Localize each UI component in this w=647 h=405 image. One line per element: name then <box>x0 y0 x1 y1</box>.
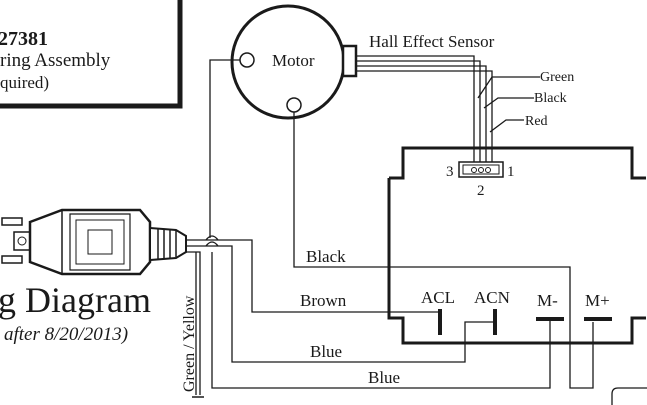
wire-label-blue-lower: Blue <box>368 368 400 387</box>
sensor-cable <box>356 55 493 162</box>
wiring <box>186 59 647 405</box>
wire-black <box>293 112 594 389</box>
motor-terminal-left <box>239 52 255 68</box>
part-number: 27381 <box>0 28 48 50</box>
wire-label-ground: Green / Yellow <box>181 295 198 392</box>
terminals: ACL ACN M- M+ <box>421 288 612 335</box>
terminal-acl-label: ACL <box>421 288 455 307</box>
terminal-m-plus-label: M+ <box>585 291 610 310</box>
connector-pin-2: 2 <box>477 183 485 199</box>
hall-effect-sensor: Hall Effect Sensor <box>341 32 495 78</box>
wire-ground <box>186 251 201 395</box>
connector-pin-3: 3 <box>446 164 454 180</box>
sensor-wire-green: Green <box>540 70 574 85</box>
part-box: 27381 ring Assembly quired) <box>0 0 183 109</box>
wire-label-black: Black <box>306 247 346 266</box>
sensor-wire-black: Black <box>534 91 567 106</box>
wire-label-brown: Brown <box>300 291 347 310</box>
wire-blue-upper <box>186 245 493 363</box>
motor-label: Motor <box>272 51 315 70</box>
wire-blue-lower <box>211 252 551 389</box>
motor-terminal-bottom <box>286 97 302 113</box>
control-board <box>387 146 646 345</box>
terminal-acl <box>438 309 442 335</box>
part-box-line1: ring Assembly <box>0 50 111 71</box>
connector-pin-1: 1 <box>507 164 515 180</box>
diagram-title: g Diagram after 8/20/2013) <box>0 280 151 345</box>
terminal-m-minus-label: M- <box>537 291 558 310</box>
sensor-label: Hall Effect Sensor <box>369 32 495 51</box>
sensor-connector: 3 1 2 <box>446 161 515 199</box>
sensor-wire-labels: Green Black Red <box>477 70 574 133</box>
terminal-m-minus <box>536 317 564 321</box>
title-main: g Diagram <box>0 280 151 320</box>
part-box-line2: quired) <box>0 73 49 92</box>
wire-brown <box>186 239 438 313</box>
wire-labels: Black Brown Blue Blue Green / Yellow <box>181 247 400 392</box>
sensor-wire-red: Red <box>525 114 548 129</box>
power-plug <box>1 208 187 276</box>
terminal-acn-label: ACN <box>474 288 510 307</box>
title-sub: after 8/20/2013) <box>4 324 128 345</box>
wire-motor-left <box>209 59 240 238</box>
terminal-acn <box>493 309 497 335</box>
wire-label-blue-upper: Blue <box>310 342 342 361</box>
terminal-m-plus <box>584 317 612 321</box>
motor: Motor <box>230 4 346 120</box>
